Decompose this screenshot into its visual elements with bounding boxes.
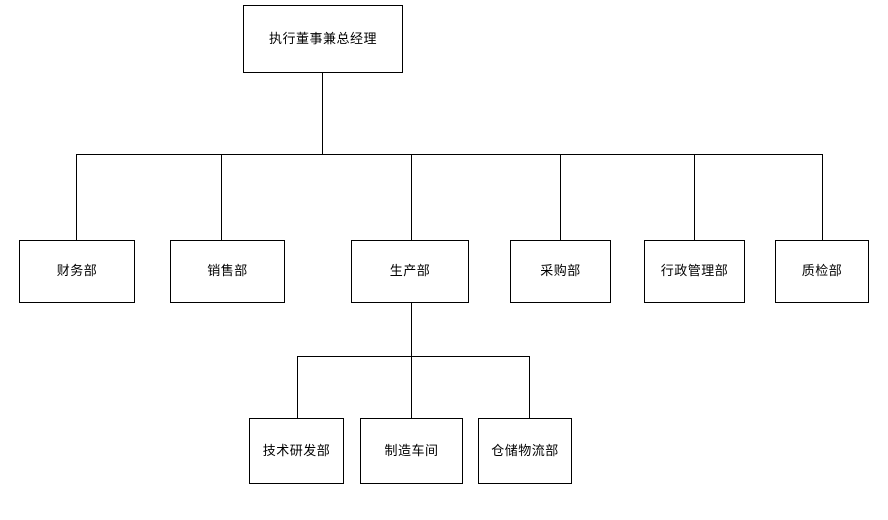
node-rnd-department[interactable]: 技术研发部 — [249, 418, 344, 484]
connector-drop-finance — [76, 154, 77, 240]
node-sales-department[interactable]: 销售部 — [170, 240, 285, 303]
node-production-department[interactable]: 生产部 — [351, 240, 469, 303]
node-root-executive-director[interactable]: 执行董事兼总经理 — [243, 5, 403, 73]
connector-drop-administration — [694, 154, 695, 240]
node-label: 质检部 — [801, 264, 843, 279]
node-label: 仓储物流部 — [491, 443, 559, 459]
connector-production-trunk — [411, 303, 412, 356]
connector-drop-production — [411, 154, 412, 240]
connector-level2-bus — [76, 154, 822, 155]
connector-drop-manufacturing — [411, 356, 412, 418]
node-label: 财务部 — [56, 264, 98, 279]
node-label: 销售部 — [207, 264, 248, 279]
connector-drop-procurement — [560, 154, 561, 240]
connector-drop-sales — [221, 154, 222, 240]
node-label: 生产部 — [389, 264, 431, 279]
node-finance-department[interactable]: 财务部 — [19, 240, 135, 303]
connector-drop-rnd — [297, 356, 298, 418]
node-label: 行政管理部 — [660, 264, 729, 279]
connector-drop-quality — [822, 154, 823, 240]
node-label: 制造车间 — [384, 443, 439, 459]
connector-root-trunk — [322, 73, 323, 154]
node-warehousing-logistics-department[interactable]: 仓储物流部 — [478, 418, 572, 484]
node-procurement-department[interactable]: 采购部 — [510, 240, 611, 303]
connector-level3-bus — [297, 356, 529, 357]
node-label: 执行董事兼总经理 — [268, 31, 377, 47]
node-manufacturing-workshop[interactable]: 制造车间 — [360, 418, 463, 484]
node-label: 采购部 — [540, 264, 581, 279]
connector-drop-warehousing — [529, 356, 530, 418]
node-label: 技术研发部 — [262, 443, 331, 459]
node-administration-department[interactable]: 行政管理部 — [644, 240, 745, 303]
node-quality-inspection-department[interactable]: 质检部 — [775, 240, 869, 303]
